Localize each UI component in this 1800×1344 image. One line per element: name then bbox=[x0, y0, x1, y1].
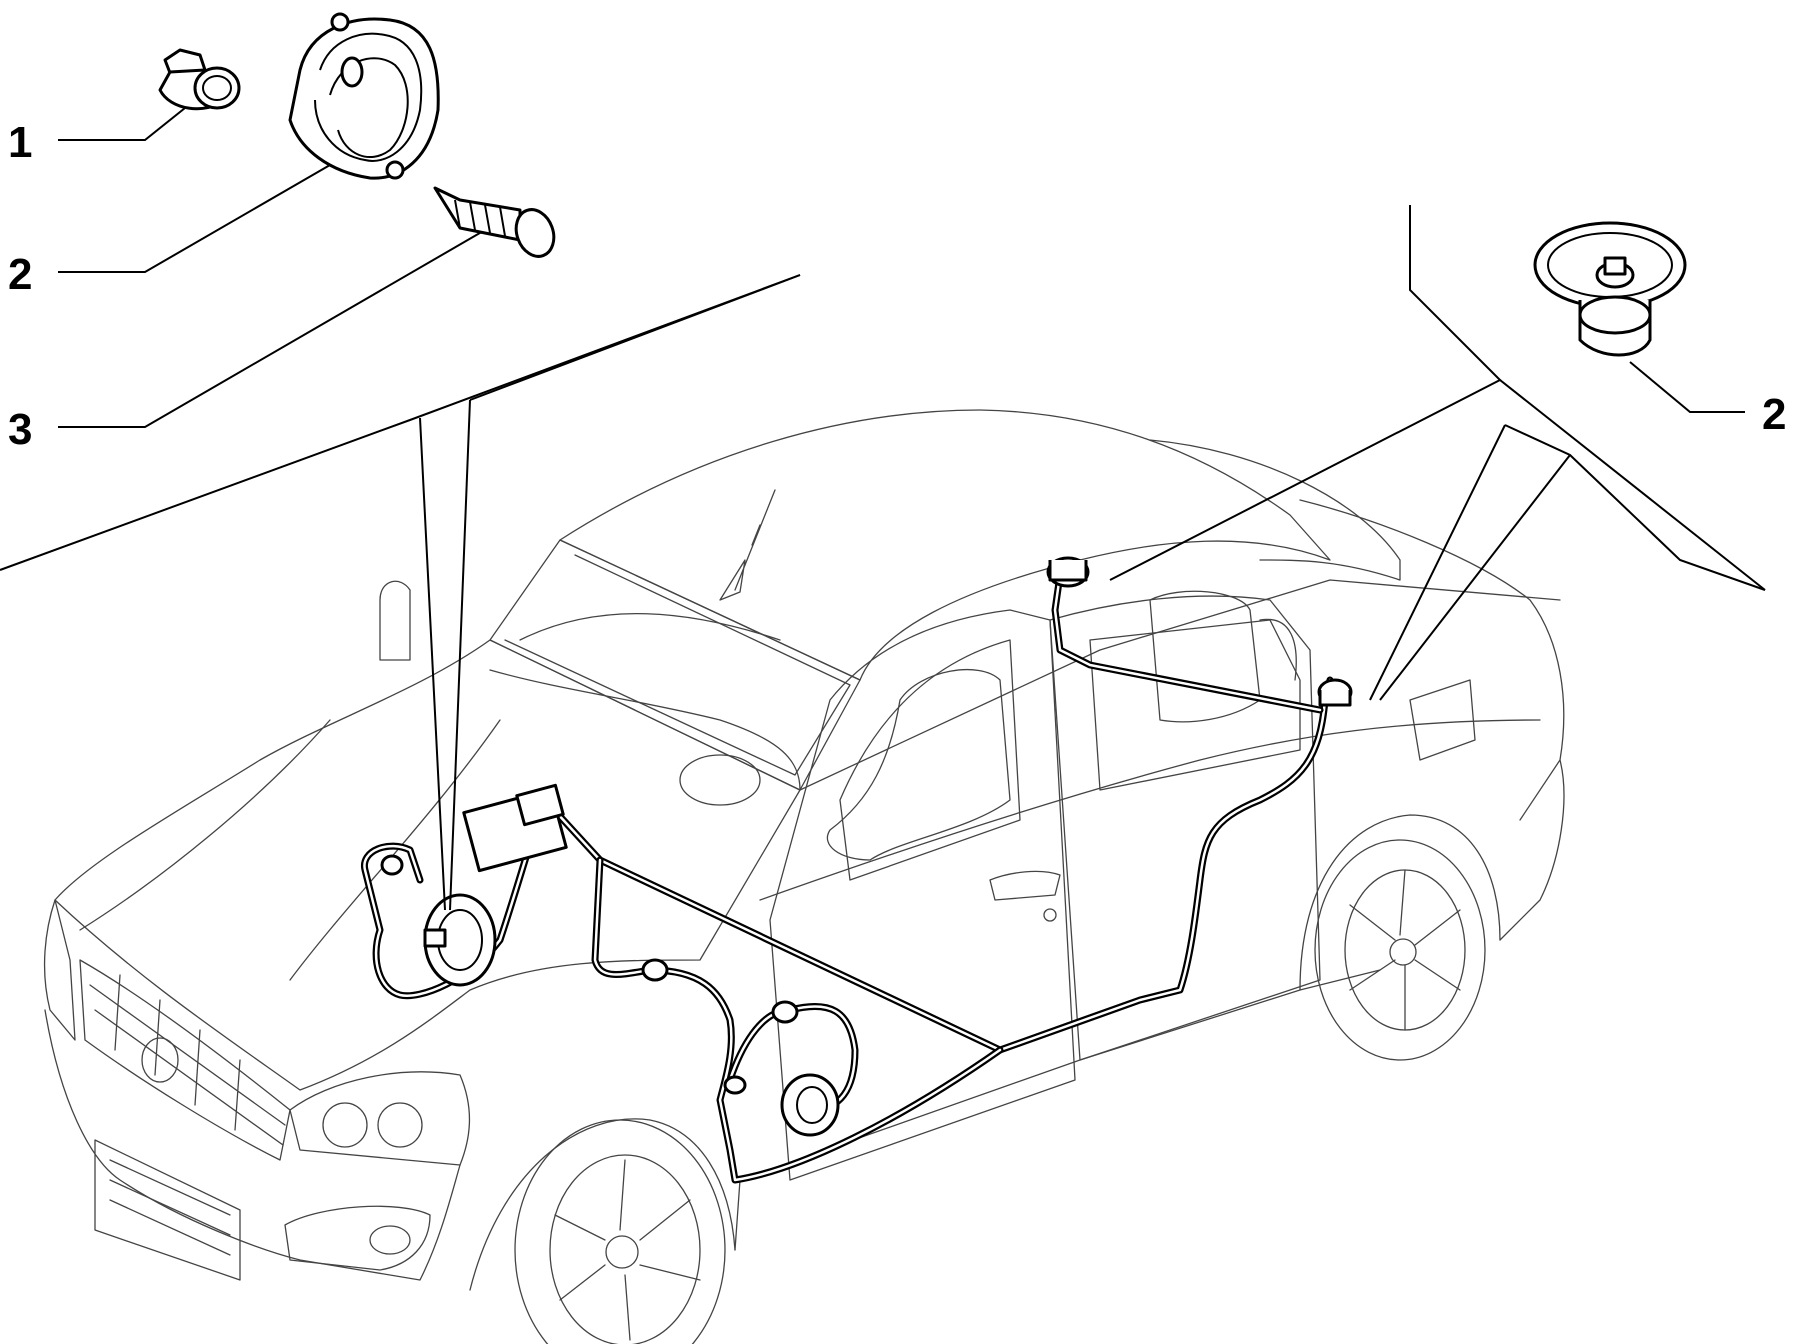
car-grille-bars bbox=[89, 974, 286, 1146]
car-rear-window bbox=[1149, 439, 1401, 581]
car-front-bumper bbox=[44, 1009, 461, 1281]
car-rear-arch bbox=[1299, 814, 1501, 991]
car-steering-wheel bbox=[679, 754, 761, 806]
car-seat-rear bbox=[1149, 590, 1261, 723]
speaker-icon bbox=[288, 12, 440, 180]
leader-2-right bbox=[1629, 361, 1745, 413]
car-trunk bbox=[1299, 499, 1565, 821]
car-roof bbox=[559, 409, 1331, 681]
car-front-arch bbox=[469, 1118, 736, 1291]
car-front-door bbox=[769, 609, 1076, 1181]
car-front-door-window bbox=[839, 639, 1021, 881]
car-front-wheel bbox=[514, 1119, 726, 1344]
callout-3: 3 bbox=[8, 405, 32, 454]
car-fuel-door bbox=[1409, 679, 1476, 761]
leader-1 bbox=[58, 99, 196, 141]
car-icon bbox=[43, 409, 1565, 1344]
car-rear-door bbox=[1049, 595, 1321, 1061]
leader-3 bbox=[58, 229, 486, 428]
car-dashboard bbox=[489, 612, 801, 791]
car-headlight-left bbox=[43, 899, 76, 1041]
installed-speaker-door bbox=[780, 1073, 840, 1137]
rivet-icon bbox=[433, 186, 556, 258]
car-rear-door-window bbox=[1089, 619, 1301, 791]
callout-2-right: 2 bbox=[1762, 390, 1786, 439]
leader-2-left bbox=[58, 164, 331, 273]
car-side-crease bbox=[759, 719, 1541, 901]
car-side-beltline bbox=[799, 579, 1561, 791]
speaker-icon bbox=[1533, 221, 1687, 357]
car-grille bbox=[79, 959, 291, 1161]
car-fog-lamp bbox=[284, 1205, 431, 1271]
harness-main-run bbox=[541, 676, 1334, 1054]
car-badge bbox=[141, 1037, 179, 1083]
car-door-handle bbox=[989, 870, 1061, 901]
callout-2-left: 2 bbox=[8, 250, 32, 299]
car-rear-wheel bbox=[1314, 839, 1486, 1061]
callout-1: 1 bbox=[8, 118, 32, 167]
car-rear-quarter bbox=[1499, 759, 1565, 941]
tweeter-icon bbox=[158, 48, 241, 111]
car-windshield bbox=[489, 539, 861, 791]
car-antenna bbox=[719, 489, 776, 601]
wiring-harness-icon bbox=[361, 556, 1353, 1184]
car-seat-front bbox=[826, 668, 1011, 861]
car-windshield-inner bbox=[504, 554, 851, 776]
car-headlight-right bbox=[289, 1071, 471, 1166]
car-hood bbox=[54, 639, 801, 1091]
leader-lines bbox=[0, 99, 1766, 911]
